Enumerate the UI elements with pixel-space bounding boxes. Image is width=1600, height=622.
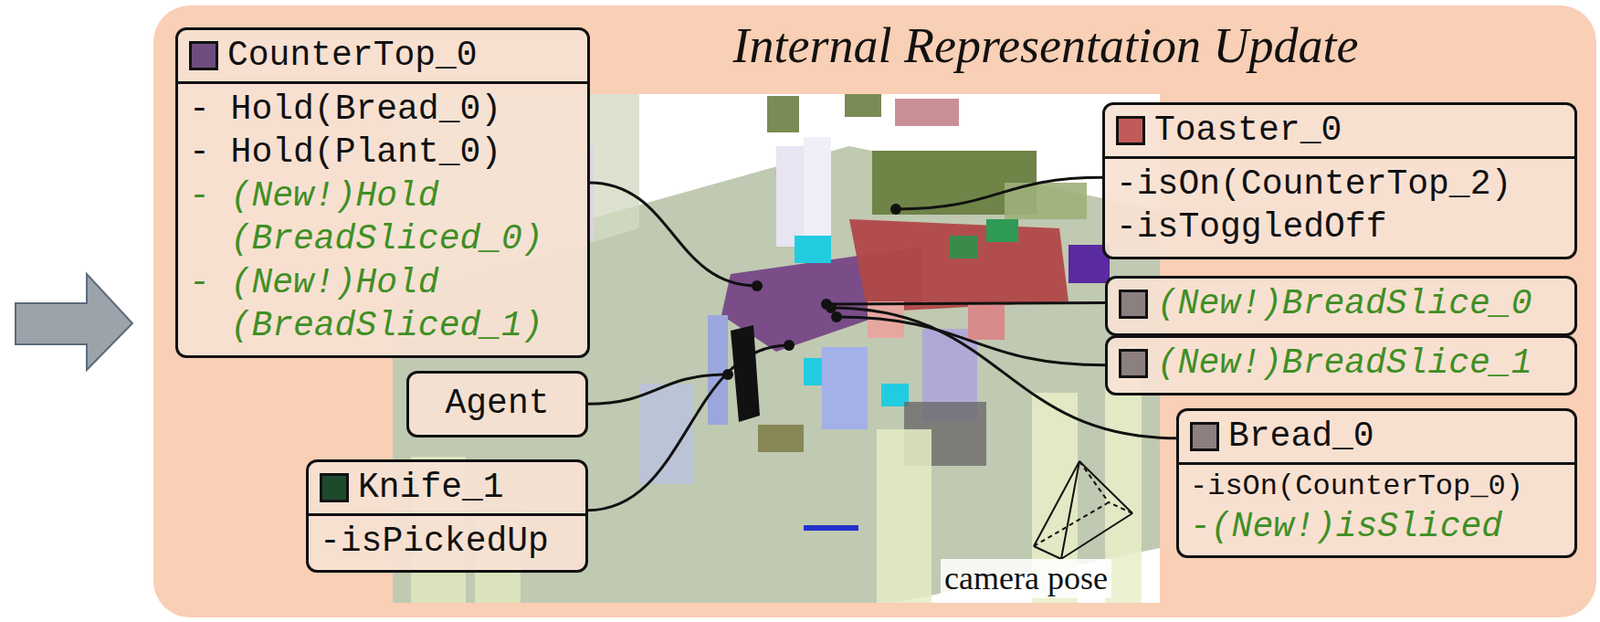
- object-state: - Hold(Bread_0): [189, 87, 577, 132]
- object-card: Bread_0 -isOn(CounterTop_0)-(New!)isSlice…: [1176, 408, 1578, 558]
- text-row: -isOn(CounterTop_0): [1189, 468, 1564, 506]
- voxel-block: [794, 235, 832, 264]
- voxel-block: [844, 94, 882, 117]
- object-name: (New!)BreadSlice_0: [1157, 282, 1532, 327]
- object-state: - Hold(Plant_0): [189, 130, 577, 175]
- object-name: Knife_1: [357, 465, 505, 510]
- object-state: -isOn(CounterTop_0): [1189, 468, 1564, 506]
- text-row: -(New!)isSliced: [1189, 505, 1564, 549]
- object-name: Toaster_0: [1154, 108, 1342, 153]
- leader-line: [836, 316, 1106, 366]
- anchor-dot: [751, 280, 763, 292]
- anchor-dot: [722, 368, 734, 380]
- object-name: Bread_0: [1228, 414, 1375, 459]
- camera-edge: [1061, 513, 1133, 559]
- agent-box: Agent: [406, 370, 589, 438]
- leader-line: [895, 177, 1104, 210]
- camera-icon: [1033, 461, 1133, 559]
- anchor-dot: [890, 203, 902, 215]
- voxel-block: [949, 235, 978, 259]
- voxel-block: [876, 429, 932, 603]
- text-row: -isOn(CounterTop_2): [1115, 162, 1564, 207]
- voxel-block: [821, 347, 868, 430]
- camera-edge: [1108, 502, 1133, 514]
- text-row: (New!)BreadSlice_1: [1118, 341, 1564, 386]
- color-swatch: [319, 473, 349, 503]
- color-swatch: [1118, 348, 1148, 379]
- color-swatch: [1118, 289, 1148, 319]
- voxel-block: [986, 219, 1019, 243]
- voxel-shape: [849, 219, 1069, 313]
- camera-edge: [1061, 461, 1080, 559]
- text-row: (New!)BreadSlice_0: [1118, 282, 1564, 327]
- object-name: CounterTop_0: [227, 33, 478, 78]
- object-state: - (New!)Hold (BreadSliced_0): [189, 174, 577, 262]
- object-state: -isToggledOff: [1115, 205, 1564, 250]
- text-row: Agent: [420, 381, 575, 426]
- object-card: (New!)BreadSlice_0: [1105, 275, 1578, 337]
- object-state: - (New!)Hold (BreadSliced_1): [189, 261, 577, 348]
- camera-edge: [1079, 461, 1109, 503]
- voxel-block: [968, 303, 1005, 340]
- object-state: -isOn(CounterTop_2): [1115, 162, 1564, 207]
- object-card: CounterTop_0 - Hold(Bread_0)- Hold(Plant_…: [175, 27, 590, 358]
- object-state: -isPickedUp: [319, 519, 575, 564]
- text-row: - (New!)Hold (BreadSliced_0): [189, 174, 577, 262]
- text-row: - Hold(Bread_0): [189, 87, 577, 132]
- object-card: Toaster_0 -isOn(CounterTop_2)-isToggledOf…: [1102, 102, 1578, 260]
- text-row: -isPickedUp: [319, 519, 575, 564]
- camera-edge: [1079, 461, 1133, 514]
- color-swatch: [189, 41, 219, 71]
- leader-line: [589, 182, 758, 286]
- voxel-block: [757, 424, 804, 453]
- flow-arrow: [15, 273, 133, 370]
- leader-line: [826, 302, 1106, 305]
- text-row: CounterTop_0: [178, 33, 588, 85]
- camera-edge: [1033, 546, 1062, 559]
- object-state: -(New!)isSliced: [1189, 505, 1564, 549]
- panel-title: Internal Representation Update: [675, 16, 1416, 76]
- anchor-dot: [831, 311, 843, 323]
- voxel-block: [894, 98, 959, 127]
- text-row: Knife_1: [308, 465, 586, 516]
- text-row: - (New!)Hold (BreadSliced_1): [189, 261, 577, 348]
- object-card: (New!)BreadSlice_1: [1105, 335, 1578, 396]
- text-row: Bread_0: [1178, 414, 1575, 465]
- anchor-dot: [825, 302, 837, 314]
- camera-edge: [1033, 502, 1109, 547]
- voxel-block: [803, 525, 859, 531]
- color-swatch: [1189, 421, 1220, 452]
- leader-line: [587, 345, 790, 511]
- voxel-shape: [730, 325, 760, 422]
- object-card: Knife_1 -isPickedUp: [305, 459, 589, 573]
- anchor-dot: [783, 339, 795, 351]
- panel-background: [153, 5, 1597, 618]
- text-row: - Hold(Plant_0): [189, 130, 577, 175]
- color-swatch: [1115, 115, 1146, 146]
- voxel-block: [767, 95, 800, 133]
- text-row: -isToggledOff: [1115, 205, 1564, 250]
- caption-label: camera pose: [940, 558, 1112, 599]
- object-name: Agent: [420, 381, 575, 426]
- leader-lines: [587, 177, 1178, 510]
- object-name: (New!)BreadSlice_1: [1157, 341, 1532, 386]
- text-row: Toaster_0: [1105, 108, 1575, 159]
